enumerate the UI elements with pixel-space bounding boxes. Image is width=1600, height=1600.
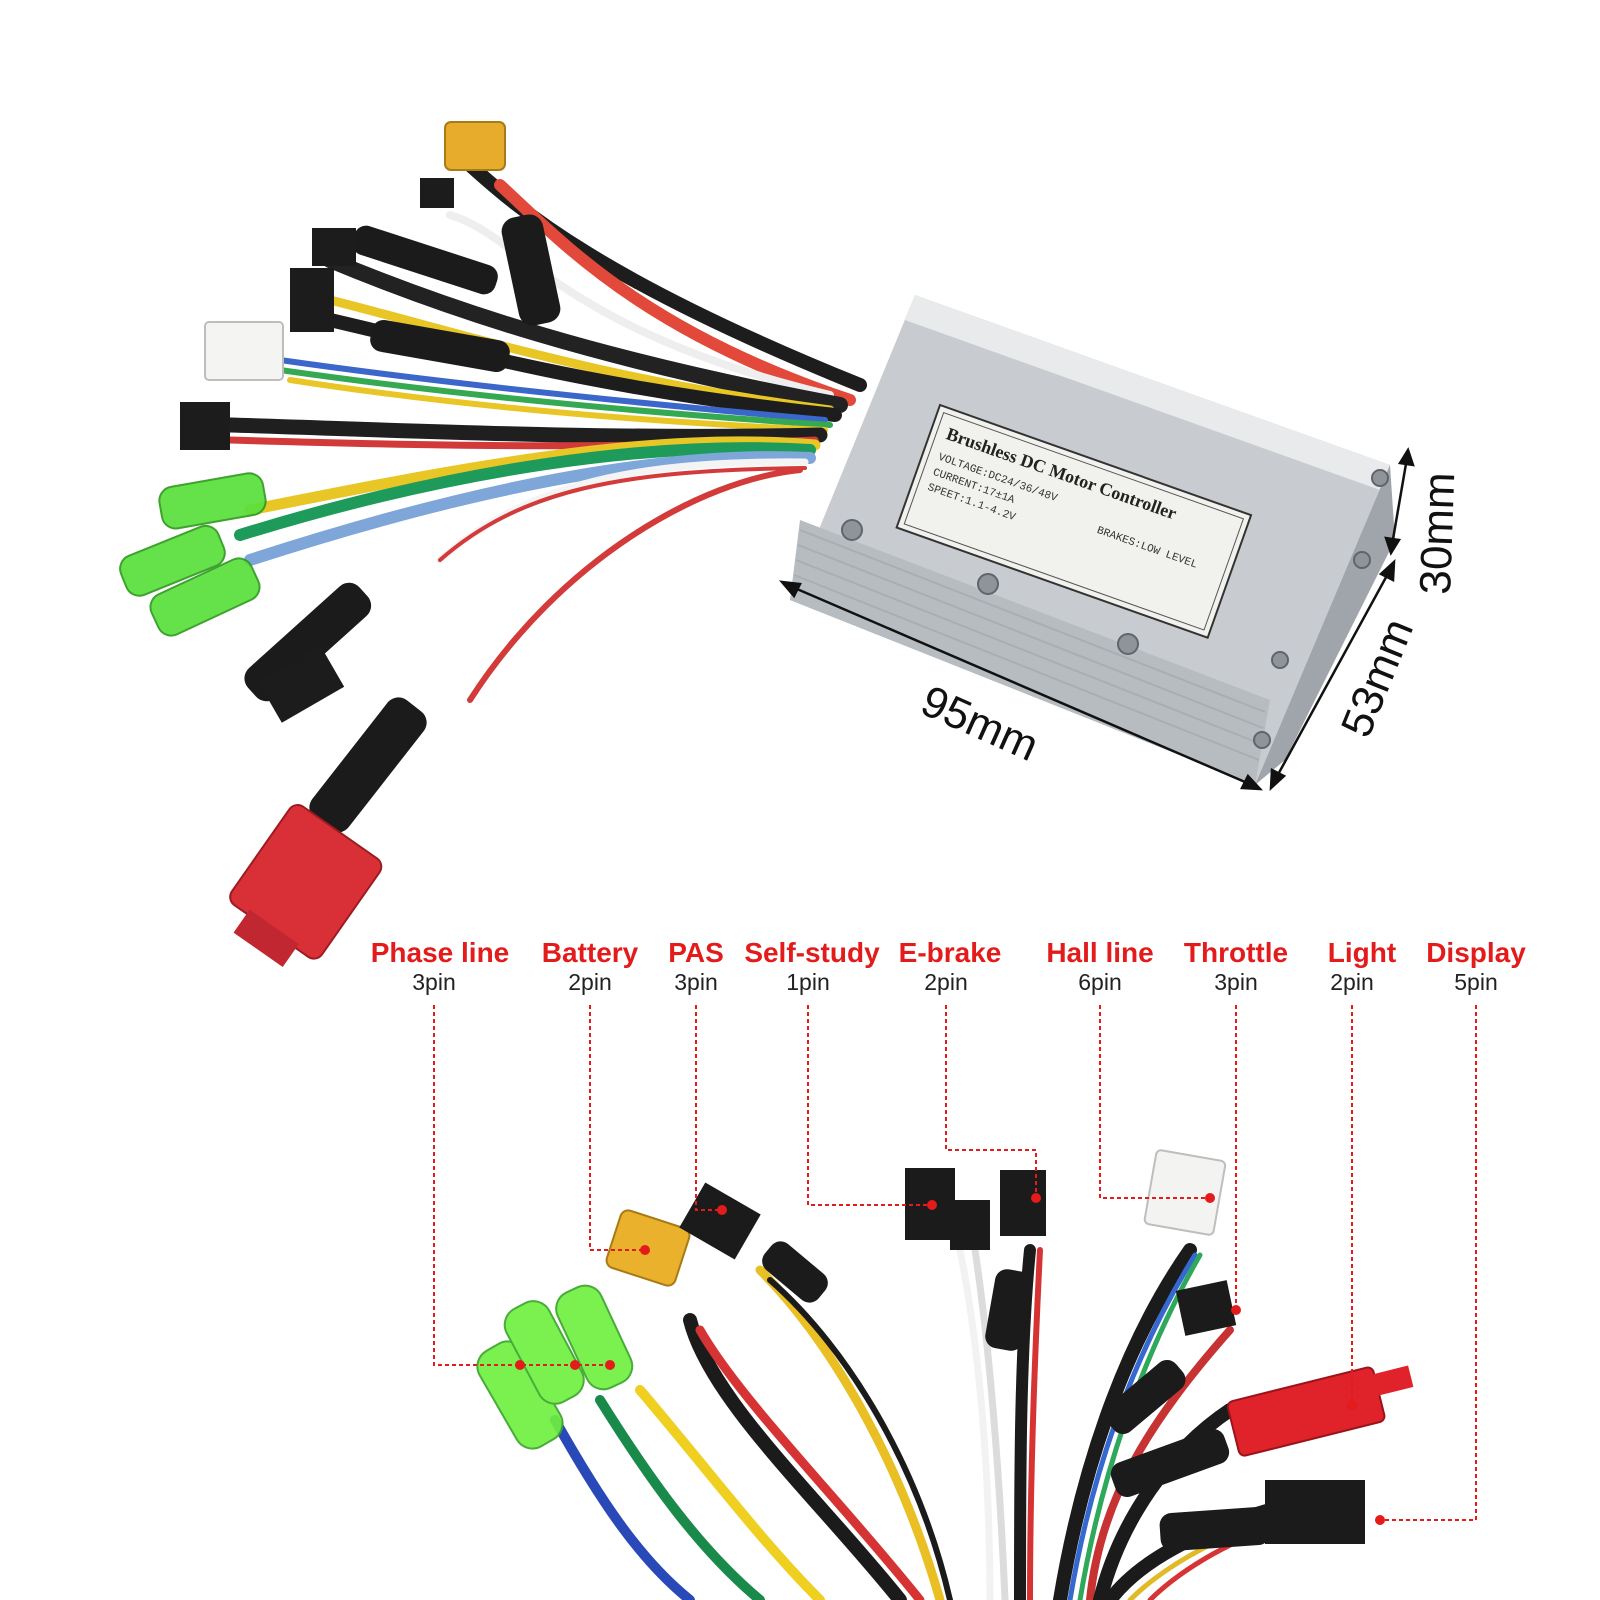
leader-e-brake (945, 1005, 1037, 1198)
label-self-study-pins: 1pin (786, 969, 829, 995)
leader-self-study (807, 1005, 932, 1206)
leader-battery (589, 1005, 645, 1251)
leader-lines (433, 1005, 1477, 1521)
leader-display (1380, 1005, 1477, 1521)
label-throttle-name: Throttle (1184, 937, 1288, 968)
label-pas-name: PAS (668, 937, 724, 968)
label-phase-line: Phase line 3pin (371, 937, 510, 995)
label-phase-line-name: Phase line (371, 937, 510, 968)
controller-housing: Brushless DC Motor Controller VOLTAGE:DC… (790, 295, 1395, 785)
label-hall-line: Hall line 6pin (1046, 937, 1153, 995)
label-pas: PAS 3pin (668, 937, 724, 995)
controller-illustration: Brushless DC Motor Controller VOLTAGE:DC… (119, 121, 1464, 968)
label-display: Display 5pin (1426, 937, 1526, 995)
label-phase-line-pins: 3pin (412, 969, 455, 995)
label-light-pins: 2pin (1330, 969, 1373, 995)
label-e-brake-pins: 2pin (924, 969, 967, 995)
label-self-study-name: Self-study (744, 937, 880, 968)
dimension-arrows (778, 447, 1415, 792)
label-display-name: Display (1426, 937, 1526, 968)
connector-bundle-illustration (476, 1149, 1414, 1600)
label-battery-name: Battery (542, 937, 639, 968)
label-light-name: Light (1328, 937, 1396, 968)
leader-end-dots (515, 1193, 1385, 1525)
label-battery: Battery 2pin (542, 937, 639, 995)
dimension-height: 30mm (1411, 471, 1464, 595)
label-hall-line-name: Hall line (1046, 937, 1153, 968)
label-display-pins: 5pin (1454, 969, 1497, 995)
label-hall-line-pins: 6pin (1078, 969, 1121, 995)
leader-hall-line (1099, 1005, 1210, 1199)
leader-pas (695, 1005, 722, 1211)
label-throttle: Throttle 3pin (1184, 937, 1288, 995)
label-e-brake: E-brake 2pin (899, 937, 1002, 995)
label-e-brake-name: E-brake (899, 937, 1002, 968)
leader-phase-line (433, 1005, 610, 1366)
label-self-study: Self-study 1pin (744, 937, 880, 995)
label-battery-pins: 2pin (568, 969, 611, 995)
label-throttle-pins: 3pin (1214, 969, 1257, 995)
label-light: Light 2pin (1328, 937, 1396, 995)
label-pas-pins: 3pin (674, 969, 717, 995)
connector-labels: Phase line 3pin Battery 2pin PAS 3pin Se… (371, 937, 1526, 995)
